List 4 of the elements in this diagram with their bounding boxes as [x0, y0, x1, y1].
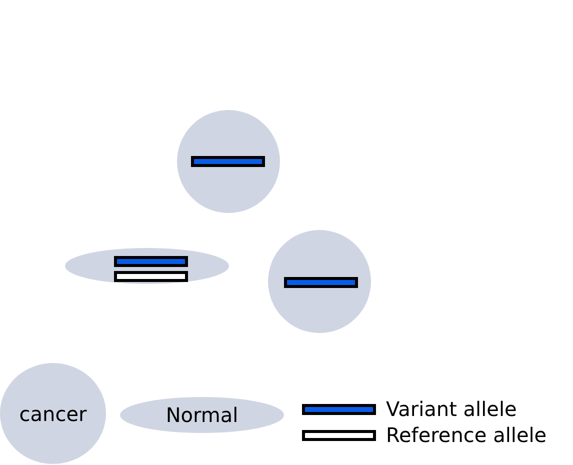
legend-label: Reference allele — [386, 423, 547, 447]
legend-label: Variant allele — [386, 397, 517, 421]
node-label: Normal — [166, 403, 238, 427]
node-label: cancer — [19, 402, 87, 426]
